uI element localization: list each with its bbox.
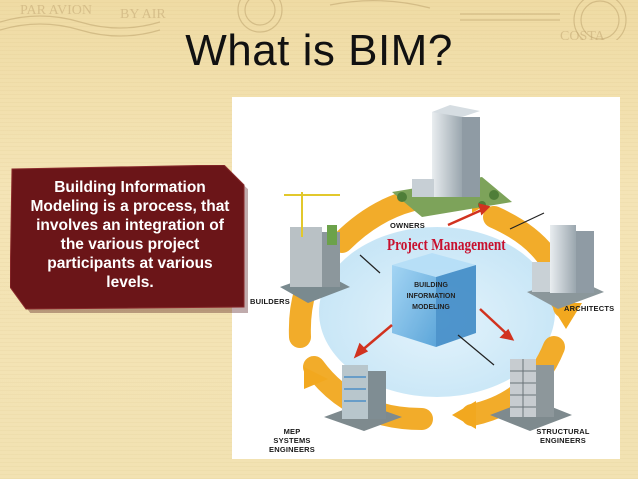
callout-text: Building Information Modeling is a proce… bbox=[30, 179, 230, 291]
mep-building-icon bbox=[324, 365, 402, 431]
owners-label: OWNERS bbox=[390, 221, 425, 230]
project-management-banner: Project Management bbox=[387, 235, 506, 254]
builders-building-icon bbox=[280, 192, 350, 303]
structural-building-icon bbox=[490, 359, 572, 431]
owners-building-icon bbox=[392, 105, 512, 217]
architects-label: ARCHITECTS bbox=[564, 304, 615, 313]
postmark-stamp-icon: PAR AVION BY AIR COSTA bbox=[0, 0, 638, 40]
svg-text:COSTA: COSTA bbox=[560, 29, 606, 40]
definition-callout: Building Information Modeling is a proce… bbox=[10, 165, 248, 313]
svg-text:PAR AVION: PAR AVION bbox=[20, 3, 92, 18]
svg-text:BY AIR: BY AIR bbox=[120, 7, 166, 22]
builders-label: BUILDERS bbox=[250, 297, 290, 306]
slide-title: What is BIM? bbox=[185, 26, 453, 75]
architects-building-icon bbox=[527, 225, 604, 309]
structural-label: STRUCTURAL ENGINEERS bbox=[536, 427, 590, 445]
bim-cube-icon bbox=[392, 253, 476, 347]
bim-center-label: BUILDING INFORMATION MODELING bbox=[406, 282, 456, 311]
mep-label: MEP SYSTEMS ENGINEERS bbox=[269, 427, 315, 454]
bim-diagram: Project Management BUILDING INFORMATION … bbox=[232, 97, 620, 459]
